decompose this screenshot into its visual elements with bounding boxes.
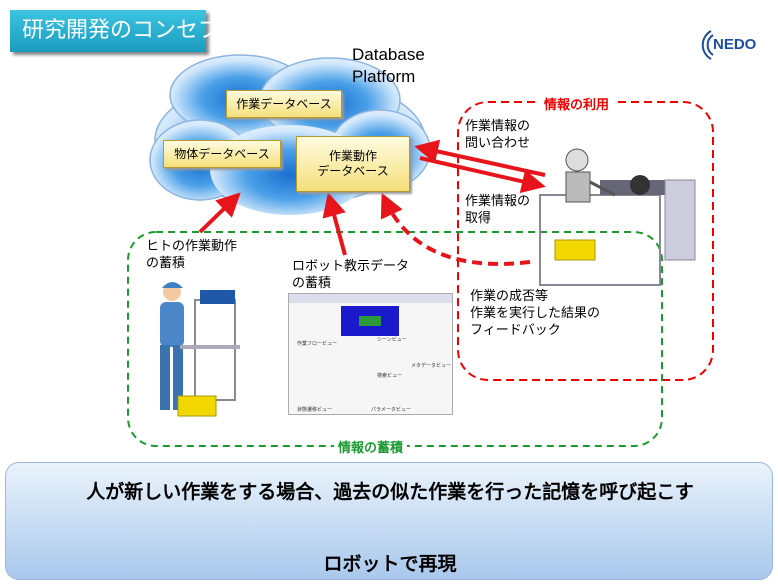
feedback-label: 作業の成否等作業を実行した結果のフィードバック <box>470 289 601 338</box>
human-accumulation-label: ヒトの作業動作の蓄積 <box>146 239 238 271</box>
human-worker-illustration <box>160 282 240 417</box>
accumulation-title: 情報の蓄積 <box>334 437 408 456</box>
nedo-logo: NEDO <box>693 28 773 62</box>
robot-illustration <box>539 148 696 286</box>
motion-database-box: 作業動作データベース <box>296 136 410 192</box>
robot-accumulation-label: ロボット教示データの蓄積 <box>292 259 410 291</box>
teaching-software-screenshot: 作業フロービュー シーンビュー 検索ビュー メタデータビュー 状態遷移ビュー パ… <box>288 293 453 415</box>
flow-arrows <box>198 139 546 266</box>
summary-panel: 人が新しい作業をする場合、過去の似た作業を行った記憶を呼び起こす ロボットで再現 <box>5 462 773 580</box>
summary-robot-reproduction: ロボットで再現 <box>323 553 457 575</box>
work-database-box: 作業データベース <box>226 90 342 118</box>
query-label: 作業情報の問い合わせ <box>465 119 531 151</box>
object-database-box: 物体データベース <box>163 140 281 168</box>
acquire-label: 作業情報の取得 <box>465 194 531 226</box>
summary-human-memory: 人が新しい作業をする場合、過去の似た作業を行った記憶を呼び起こす <box>86 481 694 503</box>
slide-title: 研究開発のコンセプト <box>10 10 242 52</box>
usage-title: 情報の利用 <box>540 94 614 113</box>
